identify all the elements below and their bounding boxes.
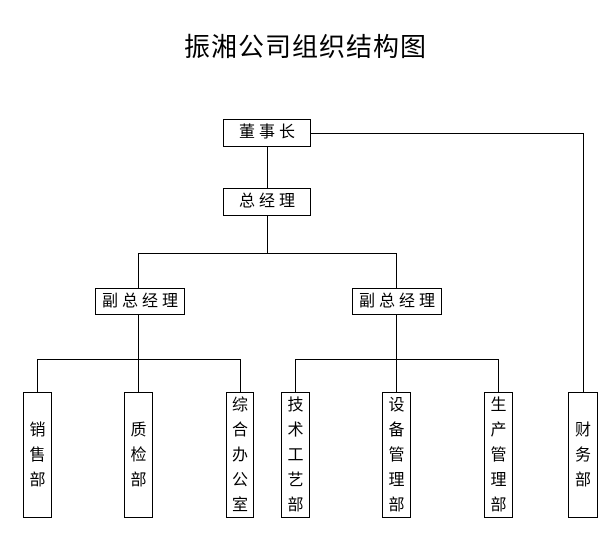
node-deputy-gm-right: 副总经理 <box>352 288 442 315</box>
node-general-office: 综合办公室 <box>226 392 254 518</box>
node-chairman: 董事长 <box>223 119 311 147</box>
connector-left-splitter <box>37 359 241 360</box>
node-quality-dept: 质检部 <box>124 392 153 518</box>
connector-drop-quality <box>138 359 139 392</box>
connector-dgm-right-down <box>396 315 397 360</box>
connector-drop-equip <box>396 359 397 392</box>
connector-drop-prod <box>498 359 499 392</box>
node-production-mgmt-dept: 生产管理部 <box>484 392 513 518</box>
connector-right-splitter <box>295 359 499 360</box>
connector-chairman-to-finance-horizontal <box>311 133 584 134</box>
connector-gm-splitter <box>138 253 397 254</box>
node-deputy-gm-left: 副总经理 <box>95 288 185 315</box>
connector-finance-vertical <box>583 133 584 392</box>
connector-drop-office <box>240 359 241 392</box>
node-equipment-mgmt-dept: 设备管理部 <box>382 392 411 518</box>
chart-title: 振湘公司组织结构图 <box>183 33 427 62</box>
connector-chairman-to-gm <box>267 147 268 189</box>
node-general-manager: 总经理 <box>223 188 311 216</box>
node-finance-dept: 财务部 <box>568 392 598 518</box>
node-tech-process-dept: 技术工艺部 <box>281 392 310 518</box>
connector-dgm-left-down <box>138 315 139 360</box>
connector-drop-dgm-left <box>138 253 139 288</box>
connector-drop-dgm-right <box>396 253 397 288</box>
connector-drop-sales <box>37 359 38 392</box>
node-sales-dept: 销售部 <box>23 392 52 518</box>
connector-drop-tech <box>295 359 296 392</box>
connector-gm-down <box>267 216 268 254</box>
